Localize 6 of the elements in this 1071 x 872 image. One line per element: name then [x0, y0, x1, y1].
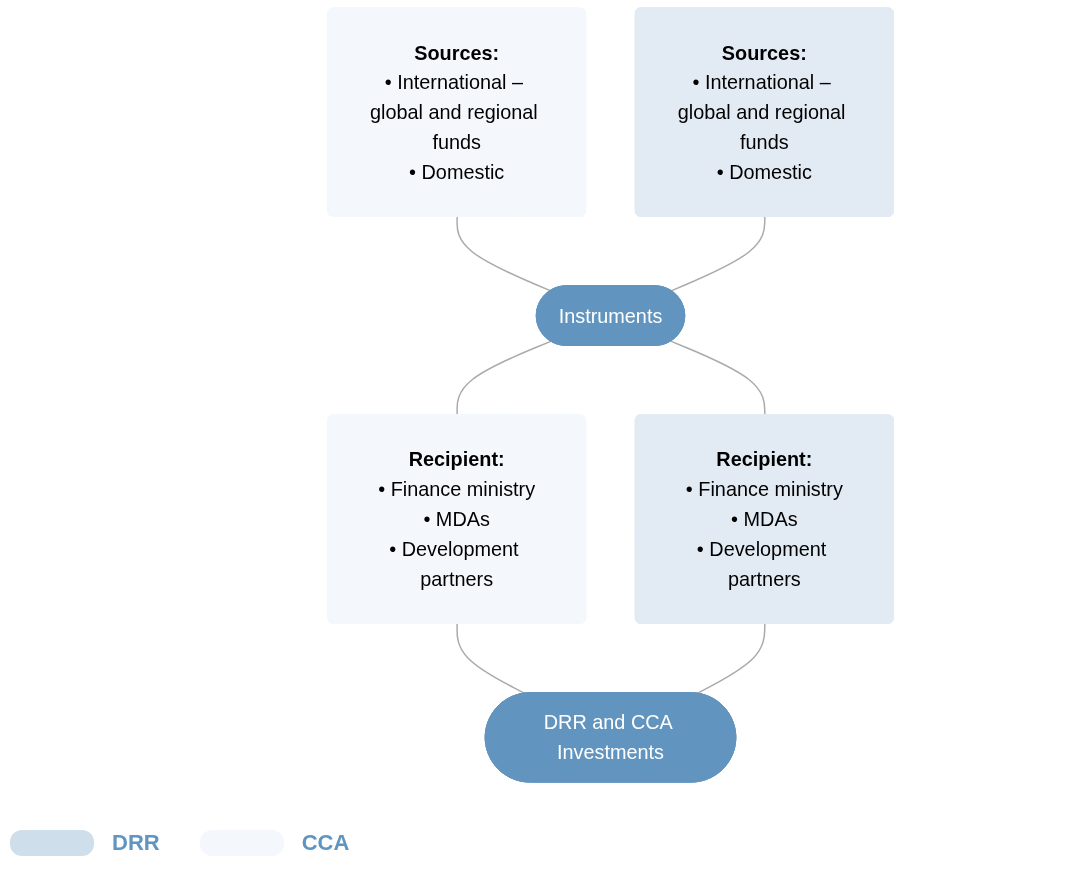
connector	[456, 623, 526, 695]
connector	[670, 216, 766, 292]
connector	[696, 623, 766, 695]
legend-label: CCA	[301, 830, 350, 856]
connector	[456, 216, 552, 292]
legend-label: DRR	[112, 830, 160, 856]
